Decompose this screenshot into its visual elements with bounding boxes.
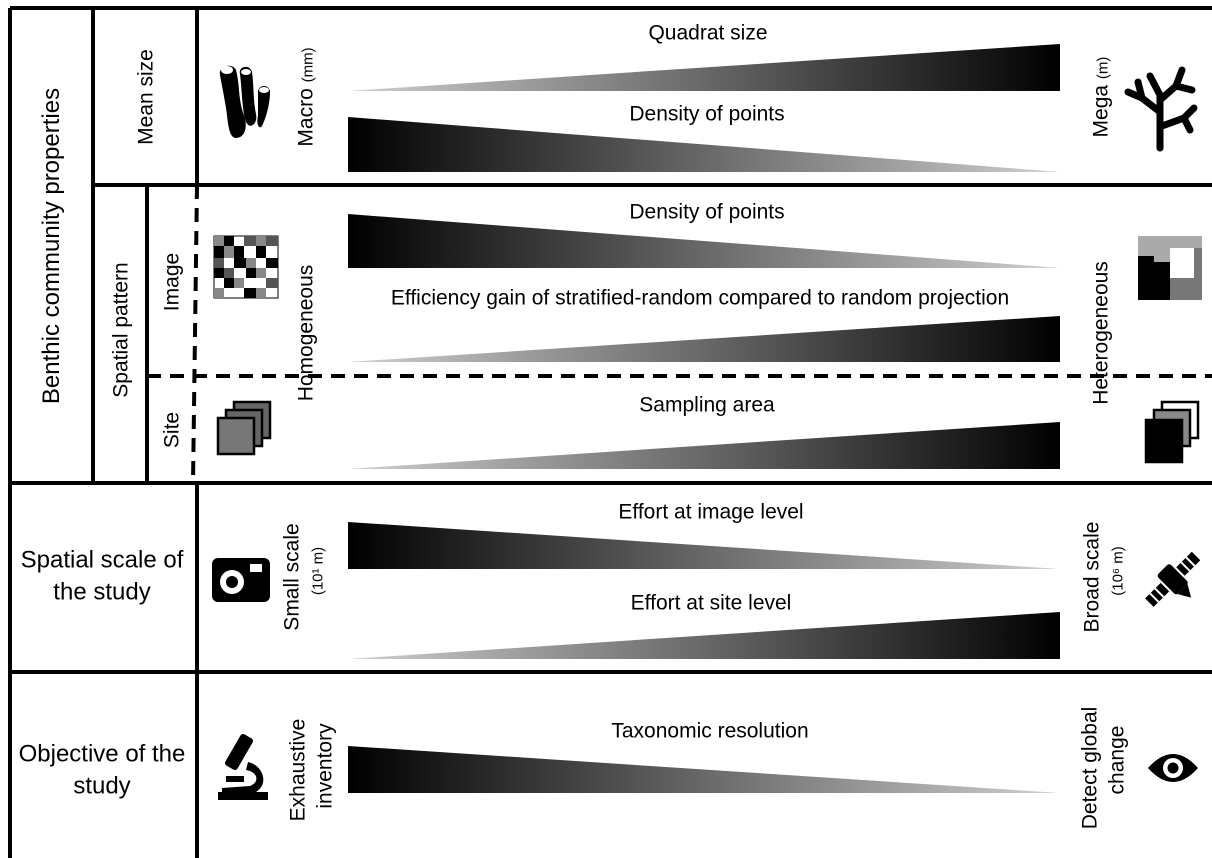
change-label: change [1105, 725, 1129, 795]
quadrat-size-label: Quadrat size [648, 21, 768, 45]
spatial-pattern-label: Spatial pattern [109, 262, 133, 398]
mega-text: Mega [1089, 84, 1113, 138]
exhaustive-label: Exhaustive [286, 718, 310, 822]
benthic-properties-label: Benthic community properties [38, 87, 65, 405]
table-grid [8, 6, 1212, 858]
macro-unit: (mm) [299, 47, 317, 83]
mean-size-label: Mean size [134, 49, 158, 145]
mega-label: Mega (m) [1089, 56, 1113, 138]
macro-label: Macro (mm) [294, 47, 318, 147]
density-points-label-1: Density of points [629, 102, 785, 126]
satellite-icon [1145, 551, 1201, 607]
macro-text: Macro [294, 88, 318, 147]
dashed-dividers [147, 184, 1212, 484]
homogeneous-label: Homogeneous [294, 264, 318, 402]
effort-image-label: Effort at image level [618, 500, 804, 524]
stacked-squares-dark-icon [1144, 400, 1200, 464]
block-pattern-icon [1138, 236, 1202, 300]
heterogeneous-label: Heterogeneous [1089, 261, 1113, 405]
small-scale-unit: (10¹ m) [309, 546, 327, 596]
sponge-icon [219, 65, 270, 138]
pixel-mosaic-icon [213, 235, 279, 299]
broad-scale-unit: (10⁶ m) [1109, 546, 1127, 596]
sampling-area-label: Sampling area [639, 393, 775, 417]
coral-icon [1124, 66, 1198, 152]
inventory-label: inventory [313, 723, 337, 809]
spatial-scale-label: Spatial scale of the study [20, 546, 184, 606]
wedge-density-mean-size [348, 117, 1060, 172]
objective-label: Objective of the study [18, 740, 186, 800]
efficiency-gain-label: Efficiency gain of stratified-random com… [390, 286, 1010, 310]
wedge-effort-image [348, 522, 1060, 569]
microscope-icon [218, 734, 268, 800]
image-label: Image [160, 252, 184, 312]
mega-unit: (m) [1094, 56, 1112, 80]
camera-icon [212, 558, 270, 602]
detect-global-label: Detect global [1078, 706, 1102, 830]
small-scale-label: Small scale [280, 523, 304, 631]
wedge-sampling-area [348, 422, 1060, 469]
wedge-density-spatial [348, 214, 1060, 268]
density-points-label-2: Density of points [629, 200, 785, 224]
wedge-taxonomic [348, 746, 1060, 793]
site-label: Site [160, 411, 184, 449]
stacked-squares-icon [216, 400, 272, 456]
effort-site-label: Effort at site level [630, 591, 792, 615]
wedge-effort-site [348, 612, 1060, 659]
broad-scale-label: Broad scale [1080, 521, 1104, 633]
wedge-efficiency-gain [348, 316, 1060, 362]
taxonomic-resolution-label: Taxonomic resolution [611, 719, 809, 743]
wedge-quadrat-size [348, 44, 1060, 91]
eye-icon [1148, 754, 1198, 782]
